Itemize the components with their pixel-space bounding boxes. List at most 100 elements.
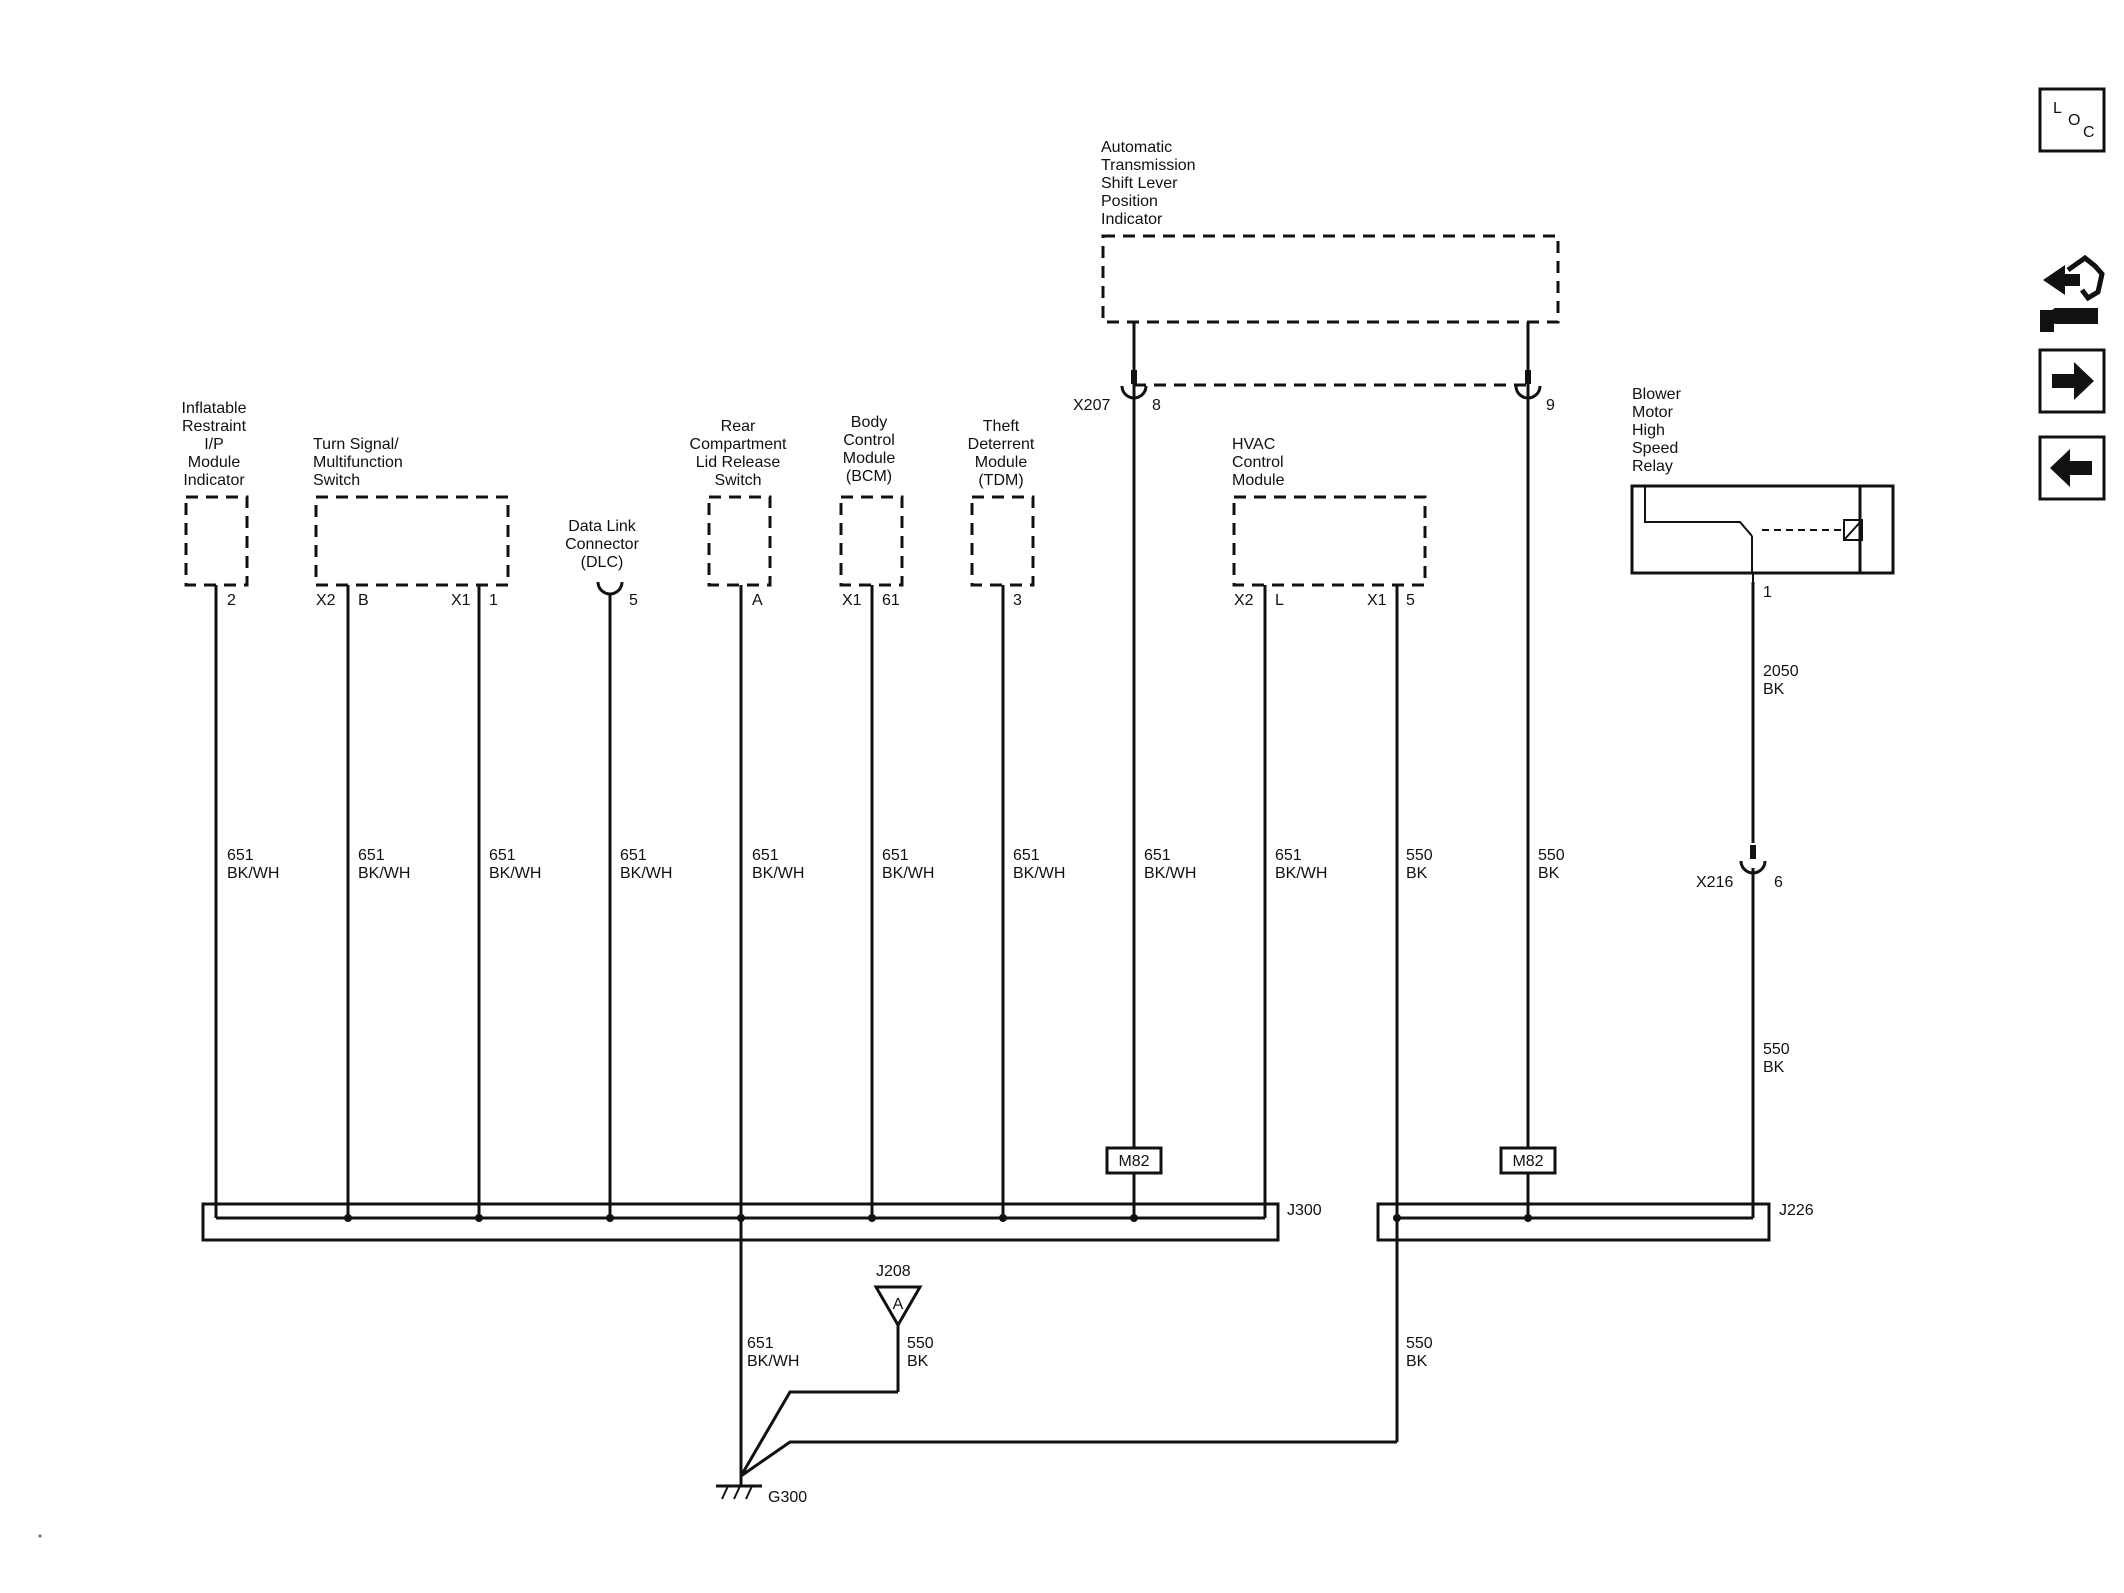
circuit-number: 651 [747, 1335, 774, 1352]
splice-label-j300: J300 [1287, 1202, 1322, 1219]
circuit-number: 651 [1013, 847, 1040, 864]
pin-label: X1 [1367, 592, 1387, 609]
circuit-number: 651 [752, 847, 779, 864]
label-line: I/P [204, 436, 224, 453]
label-line: Relay [1632, 458, 1673, 475]
label-line: Motor [1632, 404, 1674, 421]
arrow-right-icon [2052, 362, 2094, 400]
splice-points [344, 1214, 1532, 1222]
circuit-number: 651 [1144, 847, 1171, 864]
label-line: Theft [983, 418, 1020, 435]
label-line: Body [851, 414, 887, 431]
label-theft-deterrent-module: Theft Deterrent Module (TDM) [968, 418, 1035, 489]
blower-relay-symbol [1630, 484, 1895, 582]
pin-label: A [752, 592, 763, 609]
circuit-number: 651 [358, 847, 385, 864]
splice-letter-j208: A [893, 1296, 904, 1313]
label-line: Data Link [568, 518, 637, 535]
m82-box-left [1105, 1146, 1163, 1175]
pin-label: X1 [451, 592, 471, 609]
turn-signal-switch-box [314, 495, 510, 587]
label-line: Compartment [690, 436, 787, 453]
label-line: Switch [313, 472, 360, 489]
wire-color: BK/WH [358, 865, 410, 882]
pin-label: 1 [1763, 584, 1772, 601]
circuit-number: 550 [1763, 1041, 1790, 1058]
pin-label: 6 [1774, 874, 1783, 891]
rear-lid-switch-box [707, 495, 772, 587]
ground-symbol-g300 [716, 1470, 762, 1500]
pin-label: 9 [1546, 397, 1555, 414]
wire-color: BK [1538, 865, 1560, 882]
x216-connector [1739, 845, 1767, 875]
scan-speck [38, 1534, 42, 1538]
label-line: Lid Release [696, 454, 781, 471]
loc-button[interactable]: L O C [2038, 87, 2106, 153]
pin-label: X216 [1696, 874, 1733, 891]
connector-tools-icon[interactable] [2040, 254, 2105, 332]
label-line: Control [843, 432, 895, 449]
label-line: Automatic [1101, 139, 1172, 156]
m82-label: M82 [1512, 1153, 1543, 1170]
wire-color: BK [1763, 1059, 1785, 1076]
circuit-number: 550 [1538, 847, 1565, 864]
pin-label: X2 [1234, 592, 1254, 609]
dlc-connector-symbol [596, 581, 624, 596]
label-line: Module [188, 454, 241, 471]
wire-color: BK/WH [752, 865, 804, 882]
pin-label: L [1275, 592, 1284, 609]
label-line: Multifunction [313, 454, 403, 471]
loc-letter-c: C [2083, 124, 2095, 141]
label-data-link-connector: Data Link Connector (DLC) [565, 518, 639, 571]
arrow-left-icon [2050, 449, 2092, 487]
label-line: Speed [1632, 440, 1678, 457]
circuit-number: 651 [882, 847, 909, 864]
splice-pack-j226 [1376, 1202, 1771, 1242]
wire-color: BK [907, 1353, 929, 1370]
m82-box-right [1499, 1146, 1557, 1175]
pin-label: 5 [629, 592, 638, 609]
pin-label: X2 [316, 592, 336, 609]
airbag-indicator-box [184, 495, 249, 587]
m82-label: M82 [1118, 1153, 1149, 1170]
label-line: (BCM) [846, 468, 892, 485]
circuit-number: 550 [907, 1335, 934, 1352]
label-rear-lid-switch: Rear Compartment Lid Release Switch [690, 418, 787, 489]
previous-page-button[interactable] [2038, 435, 2106, 501]
label-line: Module [843, 450, 896, 467]
wire-color: BK/WH [227, 865, 279, 882]
label-line: Switch [714, 472, 761, 489]
label-line: Indicator [1101, 211, 1163, 228]
wire-color: BK [1406, 1353, 1428, 1370]
pin-label: X1 [842, 592, 862, 609]
label-line: HVAC [1232, 436, 1275, 453]
x207-connector [1120, 370, 1542, 400]
wire-color: BK/WH [1144, 865, 1196, 882]
pin-label: 5 [1406, 592, 1415, 609]
label-line: (TDM) [978, 472, 1023, 489]
loc-letter-o: O [2068, 112, 2080, 129]
wire-color: BK/WH [489, 865, 541, 882]
ground-wires [739, 1390, 1397, 1478]
pin-labels: 2 X2 B X1 1 5 A X1 61 3 X207 8 9 X2 L X1… [227, 397, 1783, 891]
label-body-control-module: Body Control Module (BCM) [843, 414, 896, 485]
label-inflatable-restraint: Inflatable Restraint I/P Module Indicato… [182, 400, 247, 489]
bcm-box [839, 495, 904, 587]
pin-label: 61 [882, 592, 900, 609]
wire-color: BK [1406, 865, 1428, 882]
label-line: Indicator [183, 472, 245, 489]
circuit-number: 651 [620, 847, 647, 864]
hvac-module-box [1232, 495, 1427, 587]
label-hvac-control-module: HVAC Control Module [1232, 436, 1285, 489]
splice-label-j226: J226 [1779, 1202, 1814, 1219]
wire-color: BK/WH [1013, 865, 1065, 882]
next-page-button[interactable] [2038, 348, 2106, 414]
label-line: Shift Lever [1101, 175, 1178, 192]
wire-color: BK [1763, 681, 1785, 698]
label-line: Module [975, 454, 1028, 471]
pin-label: B [358, 592, 369, 609]
label-line: Rear [721, 418, 756, 435]
circuit-number: 651 [227, 847, 254, 864]
pin-label: 3 [1013, 592, 1022, 609]
